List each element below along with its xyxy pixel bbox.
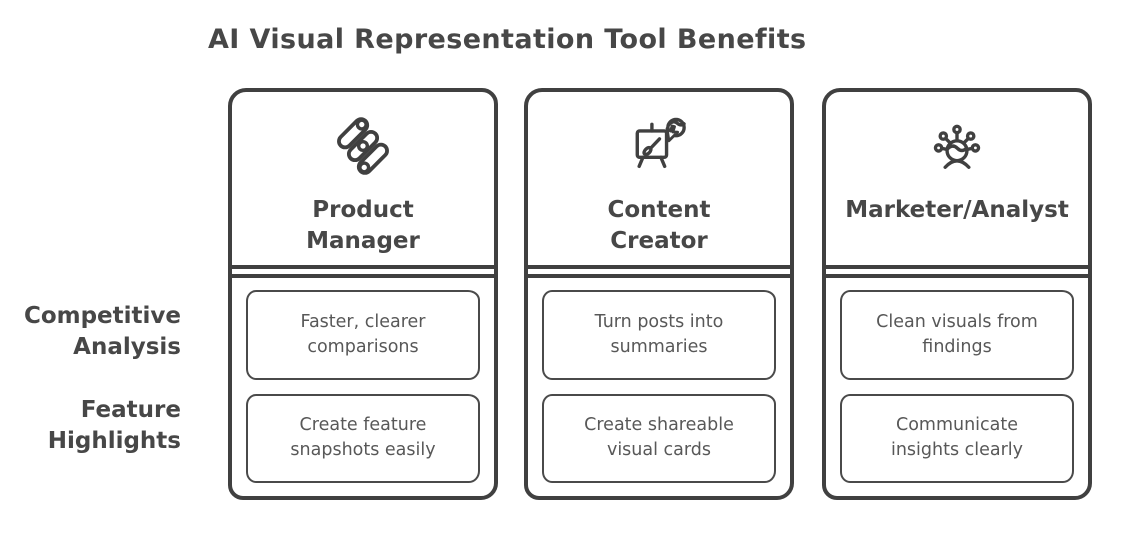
benefit-cell-feature-highlights: Communicate insights clearly [840,393,1074,483]
benefit-cell-competitive-analysis: Turn posts into summaries [542,290,776,380]
diagonal-sliders-icon [328,112,398,180]
card-body: Turn posts into summaries Create shareab… [528,274,790,496]
row-label-competitive-analysis: Competitive Analysis [23,303,181,360]
benefit-cell-feature-highlights: Create feature snapshots easily [246,393,480,483]
benefit-text: Communicate insights clearly [890,415,1024,461]
benefit-text: Faster, clearer comparisons [300,311,426,357]
card-product-manager: Product Manager Faster, clearer comparis… [228,88,498,500]
card-body: Clean visuals from findings Communicate … [826,274,1088,496]
row-label-feature-highlights: Feature Highlights [47,397,181,454]
benefit-text: Clean visuals from findings [876,311,1038,357]
benefit-cell-competitive-analysis: Clean visuals from findings [840,290,1074,380]
card-marketer-analyst: Marketer/Analyst Clean visuals from find… [822,88,1092,500]
benefit-text: Create feature snapshots easily [290,415,436,461]
benefit-cell-competitive-analysis: Faster, clearer comparisons [246,290,480,380]
card-title: Marketer/Analyst [845,197,1069,223]
card-header: Content Creator [528,92,790,269]
person-ideas-icon [922,112,992,180]
benefit-cell-feature-highlights: Create shareable visual cards [542,393,776,483]
card-header: Product Manager [232,92,494,269]
benefit-text: Create shareable visual cards [584,415,734,461]
easel-paintbrush-icon [624,112,694,180]
diagram-title: AI Visual Representation Tool Benefits [208,24,807,55]
card-content-creator: Content Creator Turn posts into summarie… [524,88,794,500]
benefit-text: Turn posts into summaries [594,311,724,357]
card-title: Content Creator [607,197,711,254]
card-title: Product Manager [306,197,420,254]
card-body: Faster, clearer comparisons Create featu… [232,274,494,496]
card-header: Marketer/Analyst [826,92,1088,269]
